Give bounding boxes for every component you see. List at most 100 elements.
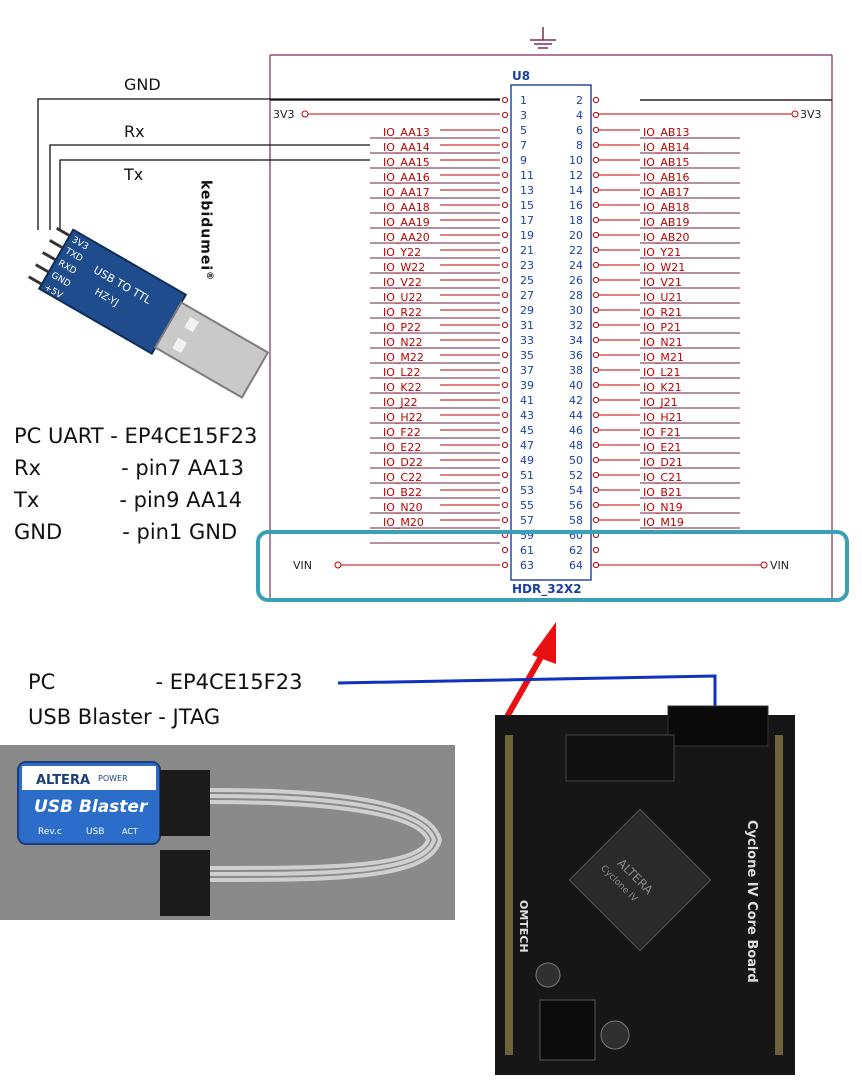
pin-32-terminal bbox=[592, 321, 600, 329]
pin-50-terminal bbox=[592, 456, 600, 464]
net-label-right: IO_R21 bbox=[643, 306, 682, 319]
pin-number-23: 23 bbox=[520, 259, 534, 272]
net-label-right: IO_AB15 bbox=[643, 156, 689, 169]
power-highlight-box bbox=[256, 530, 849, 602]
pin-number-52: 52 bbox=[569, 469, 583, 482]
pin-43-terminal bbox=[501, 411, 509, 419]
net-label-left: IO_E22 bbox=[383, 441, 421, 454]
usb-ttl-brand-mark: ® bbox=[204, 271, 214, 282]
uart-note-line3: Tx - pin9 AA14 bbox=[14, 488, 243, 512]
net-label-left: IO_K22 bbox=[383, 381, 422, 394]
uart-wires bbox=[37, 98, 500, 230]
pin-38-terminal bbox=[592, 366, 600, 374]
power-rails: 3V3 3V3 VIN VIN bbox=[270, 99, 832, 572]
pin-35-terminal bbox=[501, 351, 509, 359]
pin-number-17: 17 bbox=[520, 214, 534, 227]
pin-number-39: 39 bbox=[520, 379, 534, 392]
pin-number-5: 5 bbox=[520, 124, 527, 137]
net-label-right: IO_P21 bbox=[643, 321, 681, 334]
net-label-left: IO_D22 bbox=[383, 456, 423, 469]
pin-number-2: 2 bbox=[576, 94, 583, 107]
pin-number-30: 30 bbox=[569, 304, 583, 317]
pin-number-47: 47 bbox=[520, 439, 534, 452]
board-vendor: OMTECH bbox=[517, 900, 530, 953]
pin-11-terminal bbox=[501, 171, 509, 179]
usb-blaster-usb: USB bbox=[86, 827, 104, 837]
arrow-to-header bbox=[501, 622, 556, 724]
pin-number-54: 54 bbox=[569, 484, 583, 497]
pin-37-terminal bbox=[501, 366, 509, 374]
pin-number-57: 57 bbox=[520, 514, 534, 527]
pin-number-48: 48 bbox=[569, 439, 583, 452]
net-label-right: IO_W21 bbox=[643, 261, 685, 274]
pin-number-51: 51 bbox=[520, 469, 534, 482]
pin-number-61: 61 bbox=[520, 544, 534, 557]
header-body bbox=[510, 84, 592, 581]
pin-number-34: 34 bbox=[569, 334, 583, 347]
pin-number-63: 63 bbox=[520, 559, 534, 572]
pin-2-terminal bbox=[592, 96, 600, 104]
usb-ttl-brand: kebidumei® bbox=[197, 180, 214, 281]
pin-39-terminal bbox=[501, 381, 509, 389]
net-label-right: IO_C21 bbox=[643, 471, 682, 484]
pin-53-terminal bbox=[501, 486, 509, 494]
pin-58-terminal bbox=[592, 516, 600, 524]
net-label-right: IO_B21 bbox=[643, 486, 682, 499]
power-3v3-left: 3V3 bbox=[273, 108, 295, 121]
net-label-right: IO_AB14 bbox=[643, 141, 689, 154]
pin-4-terminal bbox=[592, 111, 600, 119]
pin-number-12: 12 bbox=[569, 169, 583, 182]
usb-blaster-act: ACT bbox=[122, 827, 138, 836]
pin-number-27: 27 bbox=[520, 289, 534, 302]
pin-number-58: 58 bbox=[569, 514, 583, 527]
wire-label-rx: Rx bbox=[124, 122, 145, 141]
ground-symbol bbox=[530, 27, 556, 49]
pin-36-terminal bbox=[592, 351, 600, 359]
pin-number-45: 45 bbox=[520, 424, 534, 437]
pin-31-terminal bbox=[501, 321, 509, 329]
net-label-left: IO_B22 bbox=[383, 486, 422, 499]
pin-number-6: 6 bbox=[576, 124, 583, 137]
pin-5-terminal bbox=[501, 126, 509, 134]
pin-number-11: 11 bbox=[520, 169, 534, 182]
pin-number-25: 25 bbox=[520, 274, 534, 287]
net-label-left: IO_J22 bbox=[383, 396, 418, 409]
pin-number-13: 13 bbox=[520, 184, 534, 197]
pin-number-40: 40 bbox=[569, 379, 583, 392]
net-label-right: IO_AB13 bbox=[643, 126, 689, 139]
jtag-note-line2: USB Blaster - JTAG bbox=[28, 705, 221, 729]
pin-1-terminal bbox=[501, 96, 509, 104]
net-label-left: IO_C22 bbox=[383, 471, 422, 484]
usb-ttl-brand-text: kebidumei bbox=[197, 180, 214, 272]
pin-22-terminal bbox=[592, 246, 600, 254]
net-label-left: IO_L22 bbox=[383, 366, 421, 379]
net-label-left: IO_AA20 bbox=[383, 231, 430, 244]
pin-40-terminal bbox=[592, 381, 600, 389]
net-label-right: IO_K21 bbox=[643, 381, 682, 394]
header-part: HDR_32X2 bbox=[512, 582, 582, 597]
pin-13-terminal bbox=[501, 186, 509, 194]
power-3v3-right: 3V3 bbox=[800, 108, 822, 121]
pin-number-32: 32 bbox=[569, 319, 583, 332]
net-label-right: IO_AB18 bbox=[643, 201, 689, 214]
net-label-left: IO_H22 bbox=[383, 411, 423, 424]
pin-number-53: 53 bbox=[520, 484, 534, 497]
net-label-left: IO_M22 bbox=[383, 351, 424, 364]
pin-29-terminal bbox=[501, 306, 509, 314]
pin-number-9: 9 bbox=[520, 154, 527, 167]
pin-number-26: 26 bbox=[569, 274, 583, 287]
net-label-left: IO_M20 bbox=[383, 516, 424, 529]
usb-blaster: ALTERA POWER USB Blaster Rev.c USB ACT bbox=[0, 745, 455, 920]
pin-54-terminal bbox=[592, 486, 600, 494]
pin-number-8: 8 bbox=[576, 139, 583, 152]
usb-ttl-adapter: 3V3 TXD RXD GND +5V USB TO TTL HZ-YJ bbox=[27, 226, 270, 399]
net-label-left: IO_F22 bbox=[383, 426, 421, 439]
board-title: Cyclone IV Core Board bbox=[744, 820, 759, 983]
wire-label-tx: Tx bbox=[123, 165, 143, 184]
net-label-left: IO_AA14 bbox=[383, 141, 430, 154]
net-label-right: IO_AB16 bbox=[643, 171, 689, 184]
pin-21-terminal bbox=[501, 246, 509, 254]
